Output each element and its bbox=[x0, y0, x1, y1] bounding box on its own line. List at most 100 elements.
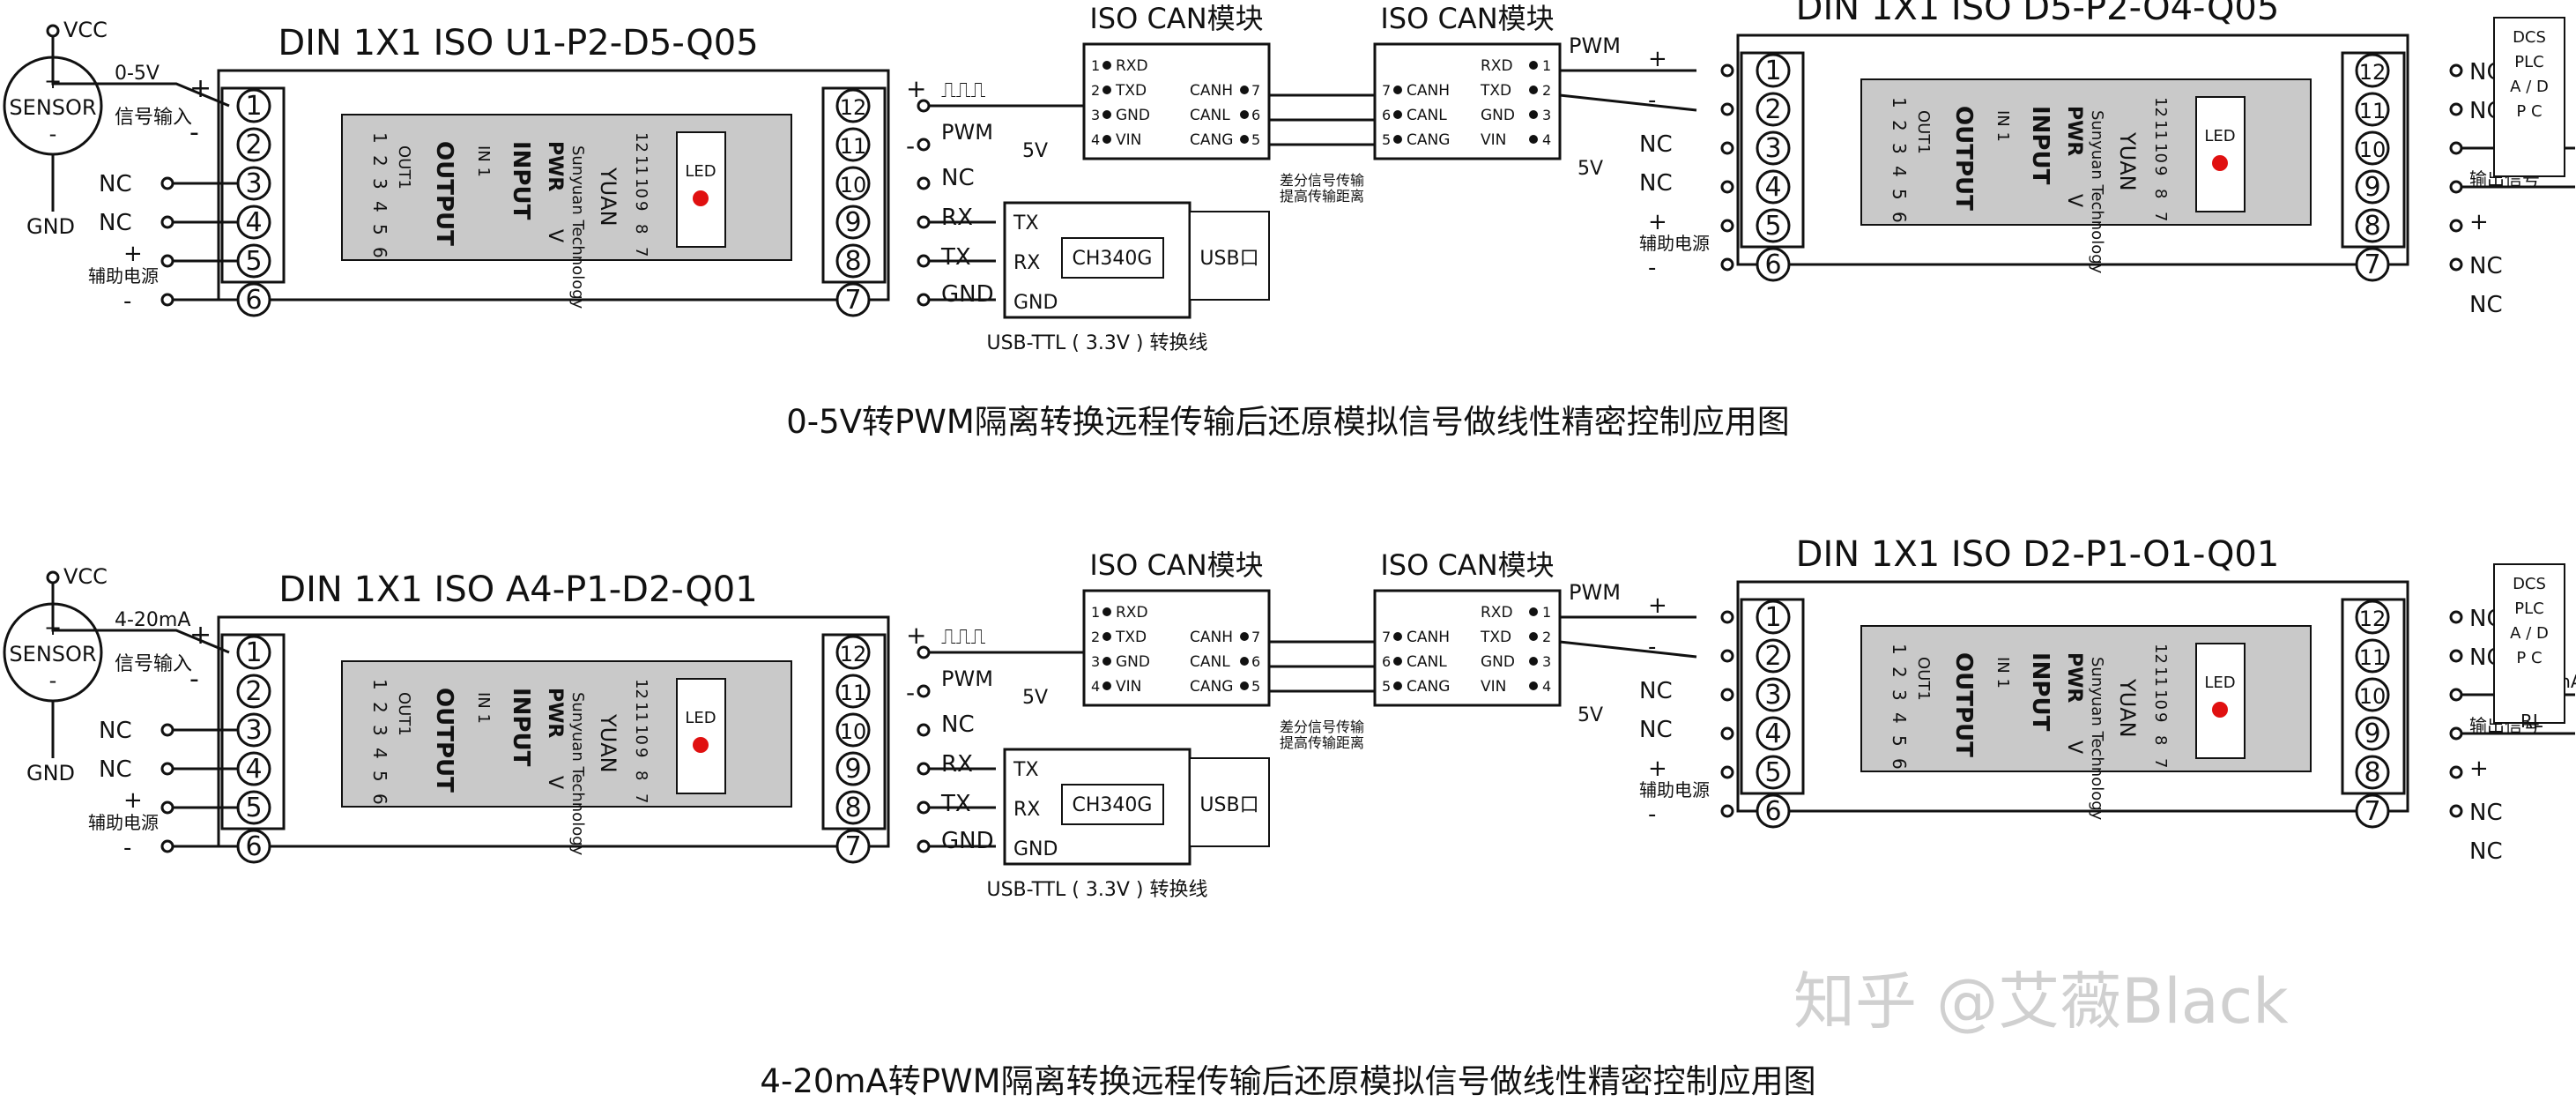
brand-name: YUAN bbox=[2115, 131, 2140, 191]
output-node bbox=[2449, 726, 2463, 741]
output-label: OUTPUT bbox=[431, 141, 457, 246]
nc-label: NC bbox=[2469, 800, 2503, 826]
terminal-left-2-number: 2 bbox=[245, 676, 262, 707]
sensor-label: SENSOR bbox=[9, 95, 96, 120]
pwm-label-right: PWM bbox=[1569, 580, 1621, 605]
can-pin-dot bbox=[1102, 86, 1111, 94]
can-side-label: CANH bbox=[1190, 82, 1233, 100]
can-side-dot bbox=[1393, 657, 1402, 666]
terminal-right-11-number: 11 bbox=[2359, 645, 2387, 670]
nc-label: NC bbox=[1639, 170, 1673, 197]
can-box-left-0 bbox=[1082, 42, 1271, 160]
terminal-right-12-number: 12 bbox=[840, 642, 867, 666]
terminal-right-12-number: 12 bbox=[2359, 607, 2387, 631]
output-label: OUTPUT bbox=[1950, 106, 1977, 211]
five-v-label: 5V bbox=[1022, 140, 1048, 162]
pwm-wire-3 bbox=[1559, 640, 1697, 659]
can-title-left-0: ISO CAN模块 bbox=[1089, 2, 1263, 35]
right-module-node bbox=[1720, 102, 1734, 116]
terminal-left-3 bbox=[1756, 677, 1791, 712]
usb-port-box bbox=[1189, 757, 1270, 847]
can-side-label: CANL bbox=[1190, 653, 1230, 671]
led-label: LED bbox=[2204, 127, 2235, 145]
vcc-node bbox=[46, 570, 60, 585]
can-title-left-1: ISO CAN模块 bbox=[1089, 548, 1263, 582]
dcs-label: A / D bbox=[2510, 78, 2549, 96]
can-pin-num: 4 bbox=[1542, 678, 1551, 695]
right-module-node bbox=[1720, 765, 1734, 779]
aux-power-label-right: 辅助电源 bbox=[1639, 233, 1710, 254]
terminal-right-7 bbox=[2355, 793, 2390, 829]
can-side-dot bbox=[1393, 135, 1402, 144]
can-pin-num: 3 bbox=[1542, 653, 1551, 670]
terminal-right-8 bbox=[835, 790, 871, 825]
usb-rx: RX bbox=[1013, 799, 1040, 821]
pin-mark-10: 10 bbox=[2151, 143, 2170, 163]
nc-label: NC bbox=[1639, 131, 1673, 158]
terminal-left-3-number: 3 bbox=[245, 715, 262, 746]
terminal-right-11 bbox=[835, 674, 871, 709]
sensor-label: SENSOR bbox=[9, 642, 96, 666]
can-pin-num: 1 bbox=[1091, 604, 1100, 621]
can-side-label: CANG bbox=[1407, 131, 1450, 149]
nc-label: NC bbox=[941, 165, 975, 191]
can-pin-num: 4 bbox=[1542, 131, 1551, 148]
pin-mark-5: 5 bbox=[1889, 735, 1910, 747]
module-title-right-0: DIN 1X1 ISO D5-P2-O4-Q05 bbox=[1796, 0, 2280, 28]
nc-label: NC bbox=[1639, 678, 1673, 704]
right-module-node bbox=[1720, 180, 1734, 194]
pin-mark-2: 2 bbox=[1889, 120, 1910, 131]
pwm-label-right: PWM bbox=[1569, 34, 1621, 58]
can-title-right-1: ISO CAN模块 bbox=[1380, 548, 1554, 582]
terminal-right-12 bbox=[2355, 599, 2390, 635]
input-label: INPUT bbox=[2027, 106, 2053, 185]
out-plus: + bbox=[2469, 209, 2489, 235]
can-side-label: CANH bbox=[1190, 629, 1233, 646]
dcs-label: PLC bbox=[2514, 599, 2543, 618]
terminal-right-10 bbox=[835, 166, 871, 201]
left-side-node bbox=[160, 800, 174, 815]
can-pin-num: 4 bbox=[1091, 678, 1100, 695]
can-side-num: 7 bbox=[1382, 82, 1391, 99]
led-window-right-1 bbox=[2195, 643, 2246, 759]
pwm-minus-right: - bbox=[1648, 87, 1656, 114]
terminal-right-11 bbox=[2355, 92, 2390, 127]
usb-port-label: USB口 bbox=[1199, 248, 1258, 270]
can-side-dot bbox=[1393, 86, 1402, 94]
terminal-right-7-number: 7 bbox=[844, 831, 861, 862]
nc-label: NC bbox=[99, 718, 132, 744]
pin-mark-8: 8 bbox=[632, 224, 650, 234]
pin-mark-3: 3 bbox=[1889, 143, 1910, 154]
pwm-plus-right: + bbox=[1648, 592, 1667, 619]
brand-name: YUAN bbox=[2115, 678, 2140, 738]
led-window-right-0 bbox=[2195, 96, 2246, 212]
five-v-label: 5V bbox=[1022, 687, 1048, 709]
can-side-num: 7 bbox=[1251, 629, 1260, 645]
can-pin-dot bbox=[1102, 607, 1111, 616]
can-pin-label: RXD bbox=[1481, 57, 1513, 75]
aux-minus-right: - bbox=[1648, 255, 1656, 281]
can-side-num: 6 bbox=[1251, 107, 1260, 123]
can-side-num: 5 bbox=[1251, 131, 1260, 148]
terminal-right-10-number: 10 bbox=[840, 173, 867, 197]
pwm-plus: + bbox=[906, 74, 926, 103]
terminal-left-5-number: 5 bbox=[1764, 757, 1781, 788]
terminal-right-9-number: 9 bbox=[844, 207, 861, 238]
pin-mark-10: 10 bbox=[2151, 689, 2170, 710]
can-pin-label: GND bbox=[1481, 107, 1515, 124]
pin-mark-8: 8 bbox=[632, 771, 650, 780]
terminal-right-7-number: 7 bbox=[844, 285, 861, 316]
pin-mark-3: 3 bbox=[369, 178, 390, 190]
pwm-plus-right: + bbox=[1648, 46, 1667, 72]
pin-mark-5: 5 bbox=[1889, 189, 1910, 200]
nc-label: NC bbox=[2469, 292, 2503, 318]
aux-plus: + bbox=[123, 787, 143, 814]
terminal-right-12-number: 12 bbox=[2359, 60, 2387, 85]
can-side-dot bbox=[1393, 110, 1402, 119]
terminal-right-9 bbox=[835, 751, 871, 786]
can-side-label: CANG bbox=[1190, 131, 1233, 149]
pin-mark-8: 8 bbox=[2151, 735, 2170, 745]
vcc-label: VCC bbox=[63, 18, 108, 42]
terminal-right-12 bbox=[2355, 53, 2390, 88]
right-side-node bbox=[917, 839, 931, 853]
